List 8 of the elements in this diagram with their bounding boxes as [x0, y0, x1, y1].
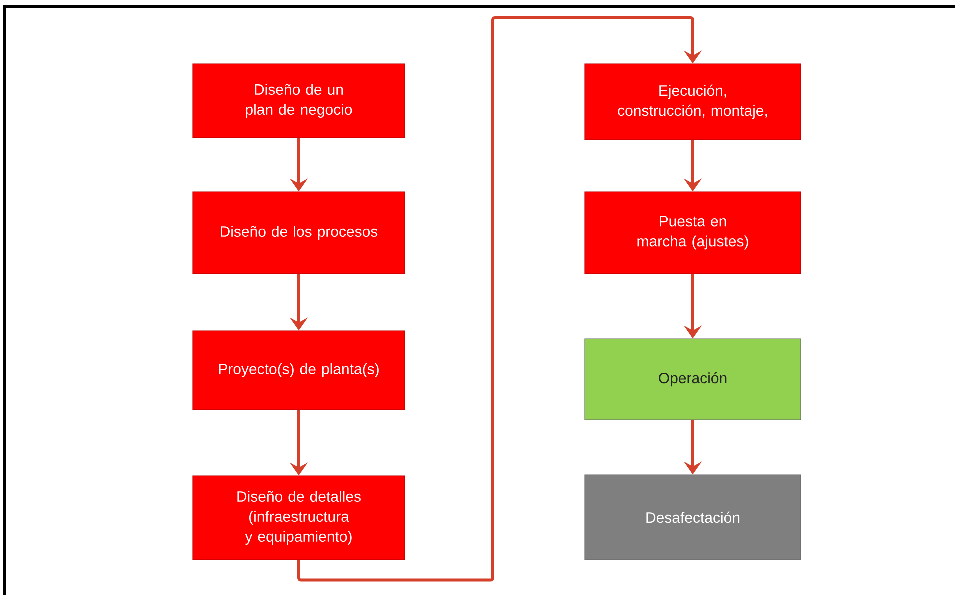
- process-box: Proyecto(s) de planta(s): [192, 330, 406, 410]
- process-box: Diseño de los procesos: [192, 192, 406, 274]
- process-box: Diseño de un plan de negocio: [192, 64, 406, 138]
- process-box: Diseño de detalles (infraestructura y equipamiento): [192, 476, 406, 560]
- process-box: Ejecución, construcción, montaje,: [584, 64, 802, 140]
- process-box: Operación: [584, 338, 802, 420]
- process-box: Puesta en marcha (ajustes): [584, 192, 802, 274]
- process-box: Desafectación: [584, 474, 802, 560]
